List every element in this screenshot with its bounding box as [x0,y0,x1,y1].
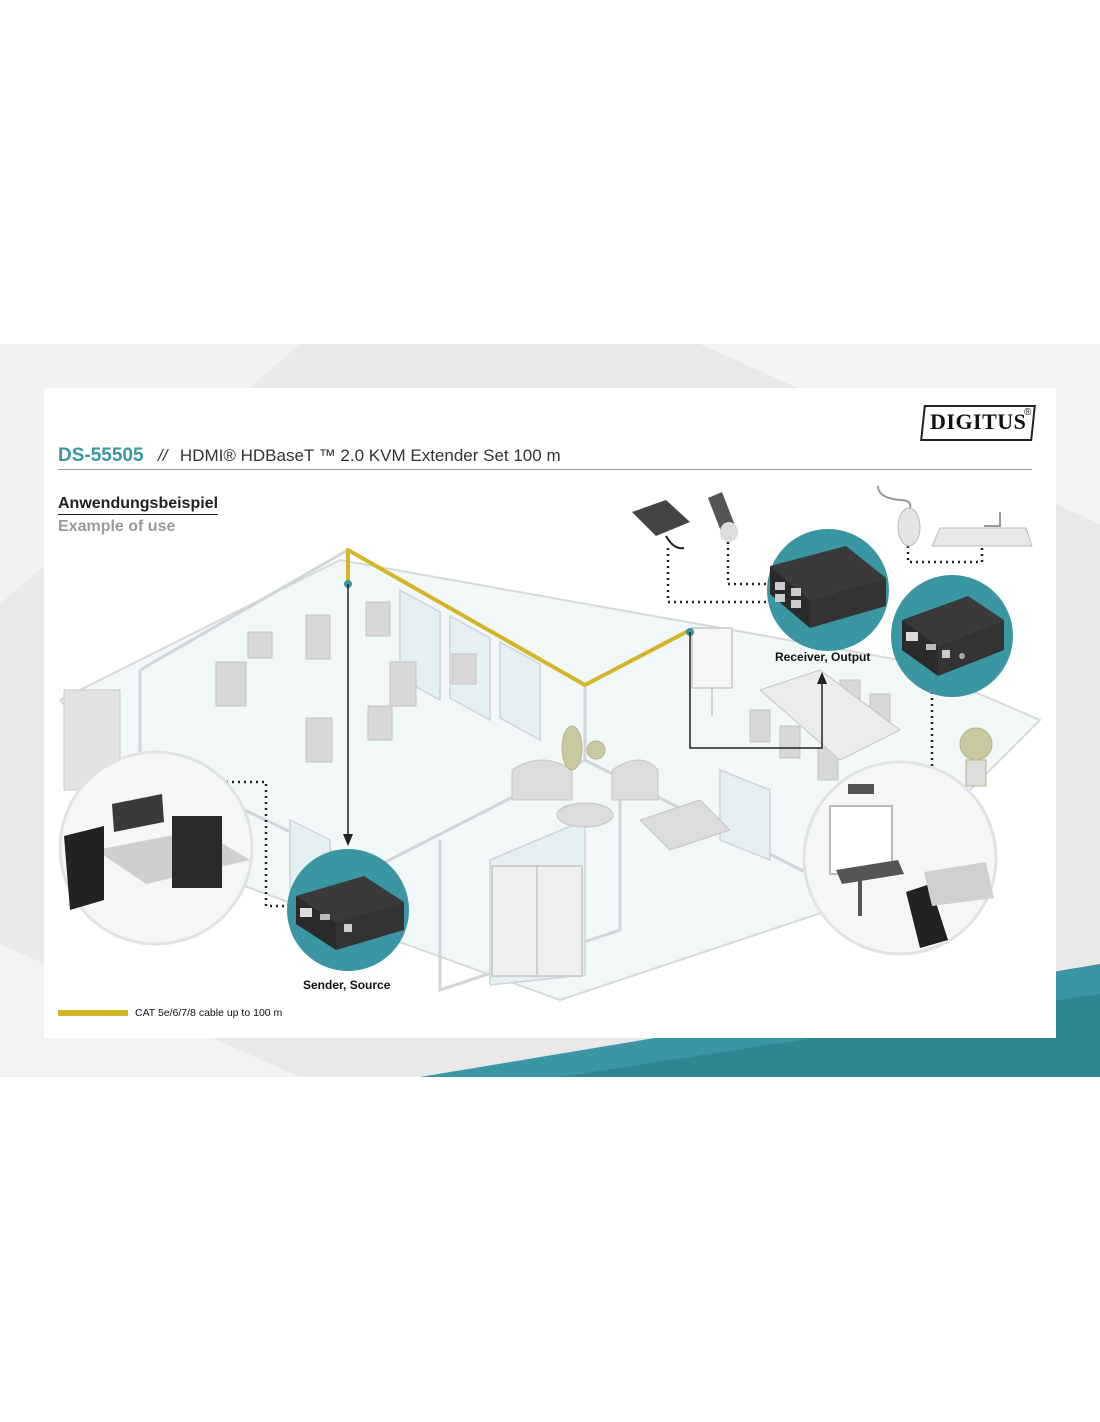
page-title: DS-55505 // HDMI® HDBaseT ™ 2.0 KVM Exte… [58,445,561,467]
cat-cable [346,548,691,687]
legend-text: CAT 5e/6/7/8 cable up to 100 m [135,1007,283,1019]
product-code: DS-55505 [58,445,144,466]
title-divider [58,469,1032,470]
receiver-circle [767,529,889,651]
sender-circle [287,849,409,971]
usb-stick [708,492,738,542]
keyboard-device [931,512,1033,547]
receiver-back-circle [891,575,1013,697]
hdd-device [632,500,690,550]
section-title-de: Anwendungsbeispiel [58,495,219,515]
title-separator: // [158,446,168,465]
digitus-logo: DIGITUS ® [920,403,1040,443]
legend-swatch [58,1010,128,1016]
workstation-zoom [58,750,254,946]
section-title-en: Example of use [58,518,176,535]
whiteboard-zoom [802,760,998,956]
receiver-label: Receiver, Output [775,650,871,664]
product-name: HDMI® HDBaseT ™ 2.0 KVM Extender Set 100… [179,446,561,465]
mouse-device [877,485,921,547]
sender-label: Sender, Source [303,978,391,992]
